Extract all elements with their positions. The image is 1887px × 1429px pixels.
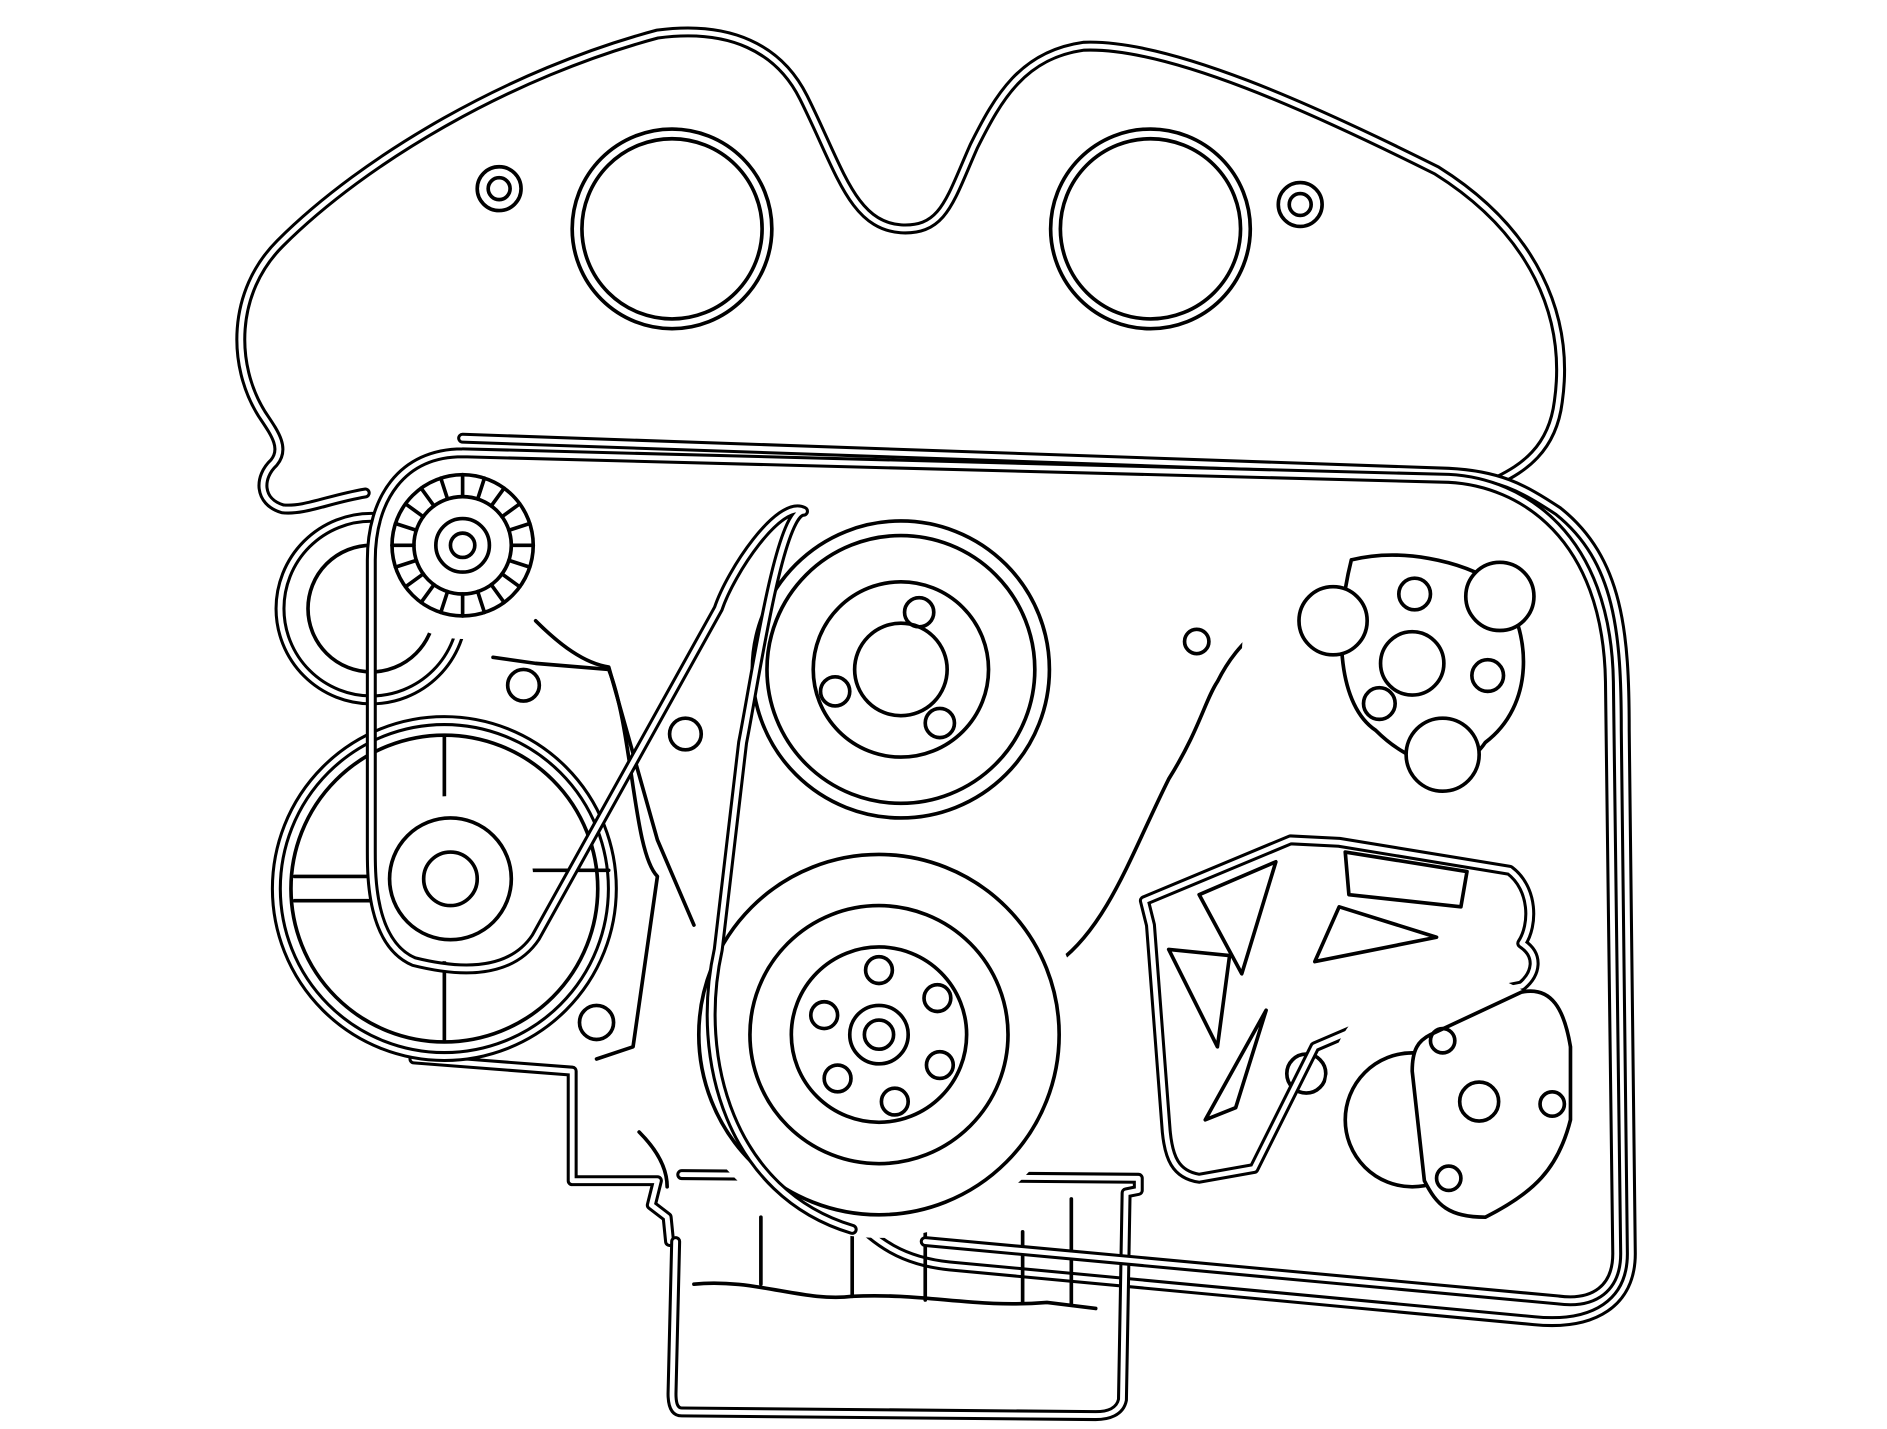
idler-fin [438,476,450,501]
block-bolt [1182,627,1211,656]
idler-fin [507,521,532,533]
crankshaft-pulley [675,831,1083,1238]
idler-fin [438,589,450,615]
idler-fin [489,582,506,605]
idler-fin [403,501,426,519]
cover-port-right [1048,127,1253,331]
upper-engine-cover [235,26,1567,515]
idler-fin [489,486,506,508]
idler-fin [475,476,487,501]
idler-fin [393,521,419,533]
oil-pan [666,1169,1144,1422]
cover-port-left [570,127,774,331]
ac-compressor-pulley [1324,971,1586,1232]
tensioner-pulley [367,796,534,962]
idler-fin [500,572,522,589]
water-pump-pulley [270,715,618,1063]
drive-belt [365,447,1623,1307]
cover-bolt-left [475,164,523,213]
idler-pulley-upper [368,451,557,640]
idler-fin [393,558,419,569]
idler-fin [419,582,436,605]
idler-fin [419,486,436,508]
cover-bolt-right [1276,180,1324,229]
engine-block-outline [408,432,1637,1328]
mounting-bracket [1138,834,1540,1184]
idler-fin [507,558,532,569]
upper-right-pulley [1241,474,1607,840]
idler-fin [475,589,487,615]
idler-fin [403,572,426,589]
idler-fin [500,501,522,519]
